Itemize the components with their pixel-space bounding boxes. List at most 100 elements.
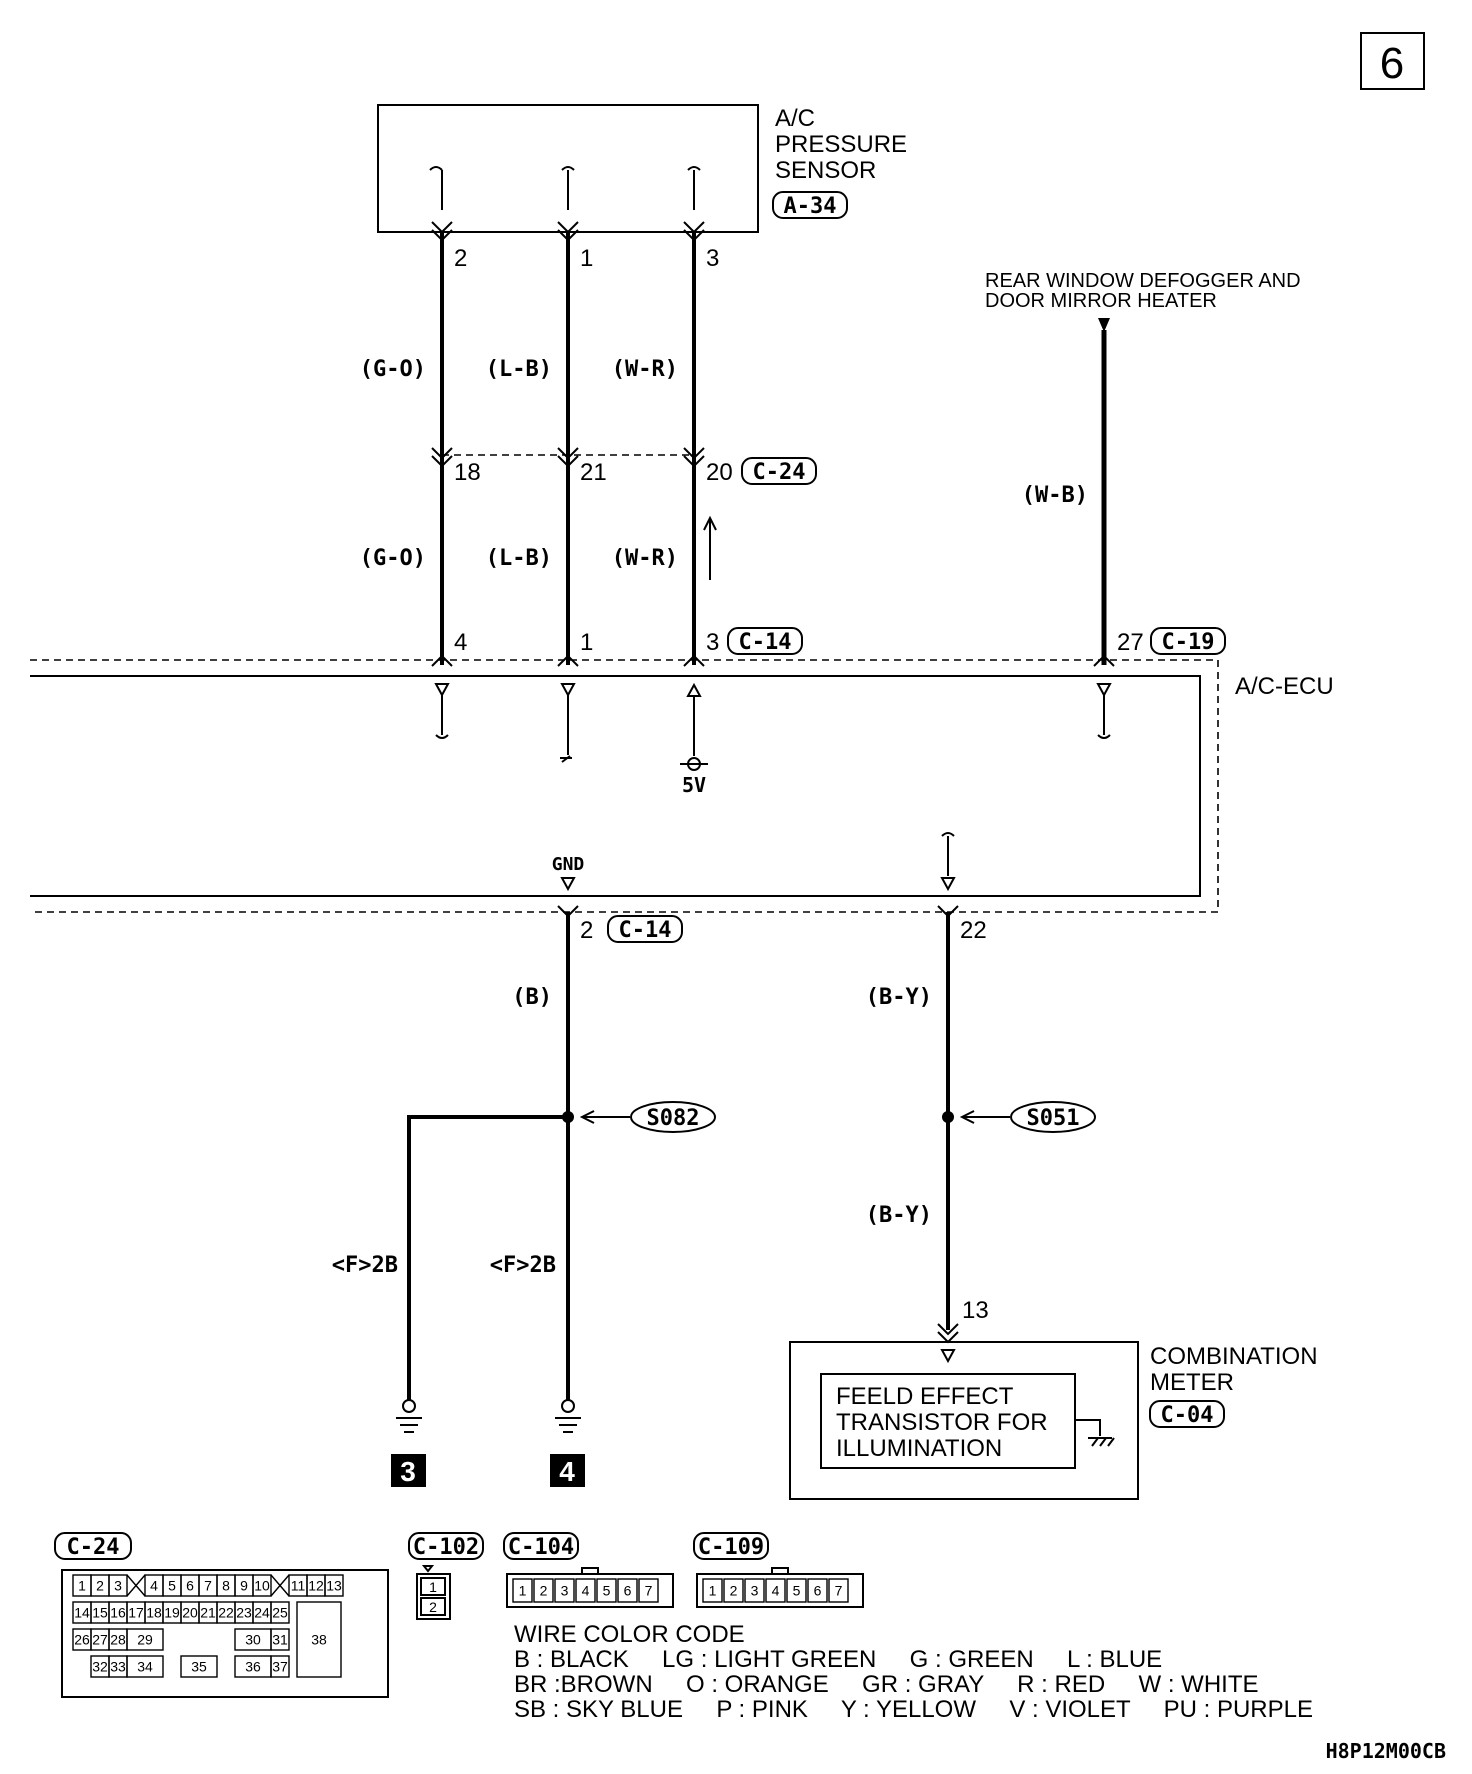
c24-pin-33: 33 bbox=[110, 1659, 126, 1675]
c109-pin-3: 3 bbox=[751, 1583, 759, 1599]
legend-line-2: BR :BROWN O : ORANGE GR : GRAY R : RED W… bbox=[514, 1671, 1259, 1698]
w6-color-lower: (B-Y) bbox=[866, 1203, 932, 1228]
blank-cavity-mark bbox=[126, 1574, 146, 1597]
gnd-label: GND bbox=[552, 854, 585, 875]
page-number: 6 bbox=[1380, 39, 1404, 88]
c24-pin-34-cell bbox=[126, 1655, 164, 1678]
c104-pin-3: 3 bbox=[561, 1583, 569, 1599]
c109-pin-2-cell bbox=[723, 1578, 744, 1603]
w1-ecu-pin: 4 bbox=[454, 629, 467, 656]
connector-c24-label: C-24 bbox=[753, 460, 806, 485]
ground-4-label: 4 bbox=[559, 1456, 575, 1487]
c24-pin-37-cell bbox=[270, 1655, 290, 1678]
pressure-sensor-name-2: PRESSURE bbox=[775, 131, 907, 158]
c24-pin-38: 38 bbox=[311, 1632, 327, 1648]
w6-ecu-pin: 22 bbox=[960, 917, 987, 944]
w1-c24-pin: 18 bbox=[454, 459, 481, 486]
c24-pin-25-cell bbox=[270, 1601, 290, 1624]
w3-color-upper: (W-R) bbox=[612, 357, 678, 382]
c24-pin-27: 27 bbox=[92, 1632, 108, 1648]
c24-pin-1: 1 bbox=[78, 1578, 86, 1594]
ac-ecu: A/C-ECU 5V GND bbox=[30, 659, 1334, 913]
pressure-sensor-name-3: SENSOR bbox=[775, 157, 876, 184]
meter-inner-1: FEELD EFFECT bbox=[836, 1383, 1014, 1410]
w2-c24-pin: 21 bbox=[580, 459, 607, 486]
c104-pin-5: 5 bbox=[603, 1583, 611, 1599]
c24-pin-30: 30 bbox=[245, 1632, 261, 1648]
c109-pin-5-cell bbox=[786, 1578, 807, 1603]
c104-pin-1-cell bbox=[512, 1578, 533, 1603]
c24-pin-11: 11 bbox=[291, 1578, 306, 1594]
c24-pin-38-cell bbox=[296, 1601, 342, 1678]
c24-pin-10: 10 bbox=[254, 1578, 270, 1594]
c24-pin-12: 12 bbox=[308, 1578, 324, 1594]
c109-pin-4-cell bbox=[765, 1578, 786, 1603]
w4-ecu-pin: 27 bbox=[1117, 629, 1144, 656]
c104-pin-4: 4 bbox=[582, 1583, 590, 1599]
c24-pin-26: 26 bbox=[74, 1632, 90, 1648]
c24-pin-28: 28 bbox=[110, 1632, 126, 1648]
c109-pin-6: 6 bbox=[814, 1583, 822, 1599]
splice-s082: S082 bbox=[647, 1106, 700, 1131]
c24-pin-31: 31 bbox=[272, 1632, 288, 1648]
c24-pin-25: 25 bbox=[272, 1605, 288, 1621]
c24-pin-35-cell bbox=[180, 1655, 218, 1678]
c109-pin-2: 2 bbox=[730, 1583, 738, 1599]
w6-meter-pin: 13 bbox=[962, 1297, 989, 1324]
blank-cavity-mark bbox=[270, 1574, 290, 1597]
c24-pin-10-cell bbox=[252, 1574, 272, 1597]
c24-pin-34: 34 bbox=[137, 1659, 153, 1675]
c24-pin-18: 18 bbox=[146, 1605, 162, 1621]
w2-sensor-pin: 1 bbox=[580, 245, 593, 272]
w5-color: (B) bbox=[512, 985, 552, 1010]
connector-c14-top-label: C-14 bbox=[739, 630, 792, 655]
c102-pin-1: 1 bbox=[429, 1579, 437, 1595]
connector-c04-label: C-04 bbox=[1161, 1403, 1214, 1428]
defogger-name-2: DOOR MIRROR HEATER bbox=[985, 290, 1217, 312]
c104-pin-4-cell bbox=[575, 1578, 596, 1603]
c104-pin-7: 7 bbox=[645, 1583, 653, 1599]
c24-pin-37: 37 bbox=[272, 1659, 288, 1675]
c24-pin-3-cell bbox=[108, 1574, 128, 1597]
meter-inner-2: TRANSISTOR FOR bbox=[836, 1409, 1048, 1436]
c109-pin-4: 4 bbox=[772, 1583, 780, 1599]
defogger-wire: REAR WINDOW DEFOGGER AND DOOR MIRROR HEA… bbox=[985, 270, 1301, 667]
w1-sensor-pin: 2 bbox=[454, 245, 467, 272]
connector-view-c102: C-102 1 2 bbox=[408, 1532, 484, 1620]
w1-color-lower: (G-O) bbox=[360, 546, 426, 571]
c24-pin-23: 23 bbox=[236, 1605, 252, 1621]
c24-pin-4: 4 bbox=[150, 1578, 158, 1594]
w3-c24-pin: 20 bbox=[706, 459, 733, 486]
w3-ecu-pin: 3 bbox=[706, 629, 719, 656]
c24-pin-7: 7 bbox=[204, 1578, 212, 1594]
c24-pin-2: 2 bbox=[96, 1578, 104, 1594]
legend-title: WIRE COLOR CODE bbox=[514, 1621, 745, 1648]
connector-a34: A-34 bbox=[784, 194, 837, 219]
c24-pin-6: 6 bbox=[186, 1578, 194, 1594]
ground-code-right: <F>2B bbox=[490, 1253, 556, 1278]
illumination-wire: 22 (B-Y) S051 (B-Y) 13 bbox=[866, 905, 1096, 1344]
c24-pin-15: 15 bbox=[92, 1605, 108, 1621]
c24-pin-36: 36 bbox=[245, 1659, 261, 1675]
legend-line-3: SB : SKY BLUE P : PINK Y : YELLOW V : VI… bbox=[514, 1696, 1313, 1723]
c24-pin-16: 16 bbox=[110, 1605, 126, 1621]
c109-pin-1-cell bbox=[702, 1578, 723, 1603]
c109-pin-3-cell bbox=[744, 1578, 765, 1603]
pressure-sensor-name-1: A/C bbox=[775, 105, 815, 132]
wire-color-legend: WIRE COLOR CODE B : BLACK LG : LIGHT GRE… bbox=[514, 1621, 1313, 1723]
c109-pin-1: 1 bbox=[709, 1583, 717, 1599]
c104-pin-2: 2 bbox=[540, 1583, 548, 1599]
voltage-label: 5V bbox=[682, 773, 706, 797]
legend-line-1: B : BLACK LG : LIGHT GREEN G : GREEN L :… bbox=[514, 1646, 1162, 1673]
c24-pin-29-cell bbox=[126, 1628, 164, 1651]
connector-view-c104-label: C-104 bbox=[508, 1535, 574, 1560]
c24-pin-8: 8 bbox=[222, 1578, 230, 1594]
c24-pin-17: 17 bbox=[128, 1605, 144, 1621]
c104-pin-3-cell bbox=[554, 1578, 575, 1603]
c24-pin-32: 32 bbox=[92, 1659, 108, 1675]
w5-ecu-pin: 2 bbox=[580, 917, 593, 944]
c24-pin-3: 3 bbox=[114, 1578, 122, 1594]
